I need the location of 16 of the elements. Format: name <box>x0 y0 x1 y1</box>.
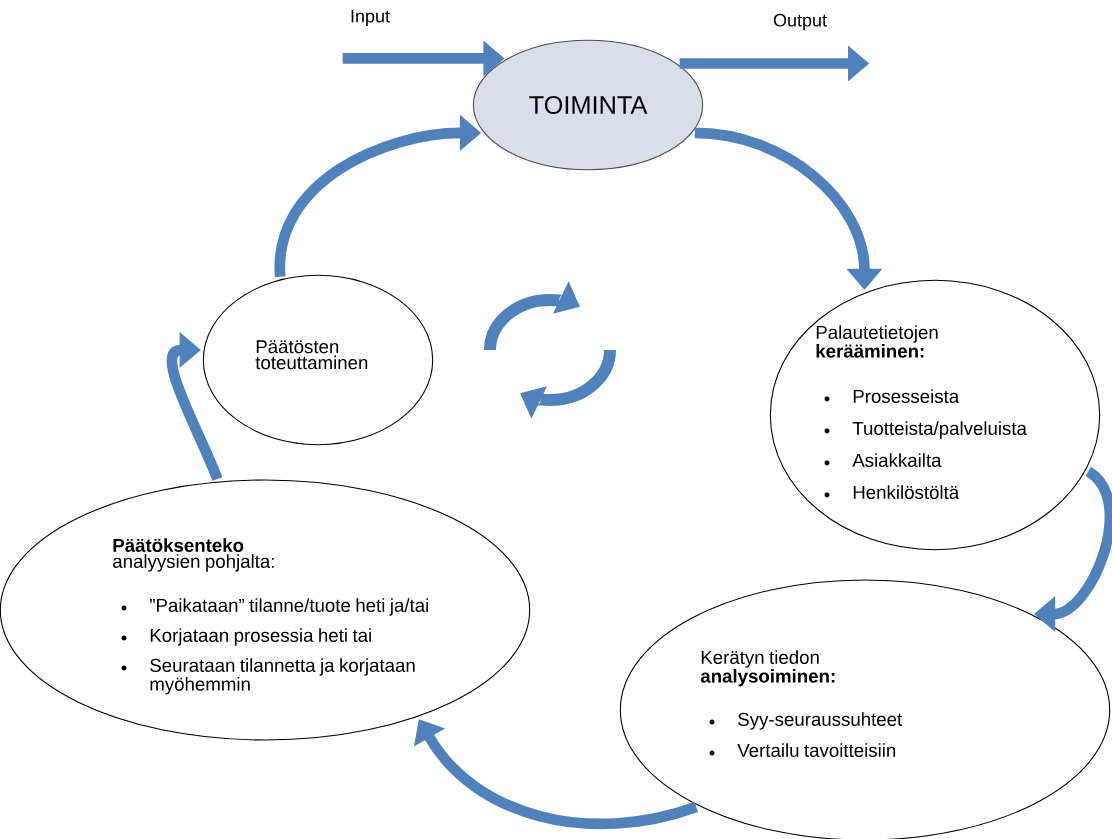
bullet-item: Syy-seuraussuhteet <box>709 712 903 730</box>
bullet-item: Korjataan prosessia heti tai <box>121 628 371 646</box>
heading: Palautetietojen kerääminen: <box>816 325 938 358</box>
edge-label: Input <box>351 9 390 27</box>
heading: Päätösten toteuttaminen <box>255 340 368 370</box>
bullet-item: Vertailu tavoitteisiin <box>709 743 896 757</box>
heading: Kerätyn tiedon analysoiminen: <box>700 650 835 687</box>
bullet-item: Prosesseista <box>824 389 960 403</box>
bullet-item: Henkilöstöltä <box>824 485 960 499</box>
edge-label: Output <box>773 13 827 31</box>
bullet-item: Seurataan tilannetta ja korjataan myöhemmin <box>121 658 415 695</box>
bullet-item: ”Paikataan” tilanne/tuote heti ja/tai <box>121 598 428 616</box>
block-arrow <box>166 331 223 481</box>
bullet-item: Tuotteista/palveluista <box>824 421 1027 439</box>
heading: Päätöksenteko analyysien pohjalta: <box>113 538 274 572</box>
bullet-item: Asiakkailta <box>824 453 942 467</box>
